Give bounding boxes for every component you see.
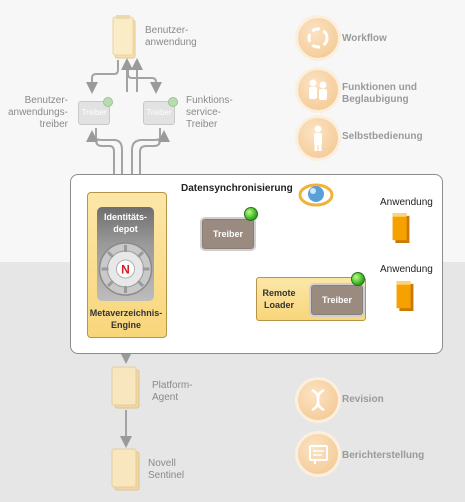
metadir-label: Metaverzeichnis- Engine — [89, 308, 163, 330]
benutzer-treiber-box: Treiber — [78, 97, 113, 125]
selbstbedienung-label: Selbstbedienung — [342, 131, 423, 142]
revision-label: Revision — [342, 394, 384, 405]
driver-box-2: Treiber — [309, 283, 365, 317]
report-icon — [309, 445, 328, 464]
anwendung-label-1: Anwendung — [380, 197, 433, 208]
driver-label: Treiber — [321, 295, 352, 305]
selbstbedienung-badge — [298, 118, 338, 158]
funktionen-badge — [298, 70, 338, 110]
workflow-badge — [298, 18, 338, 58]
application-icon — [396, 281, 414, 311]
data-sync-title: Datensynchronisierung — [181, 183, 293, 194]
platform-agent-doc-icon — [111, 366, 140, 409]
novell-sentinel-doc-icon — [111, 448, 140, 491]
benutzer-anwendung-doc-icon — [112, 15, 136, 59]
status-dot — [103, 97, 113, 107]
remote-loader-label: Remote Loader — [262, 288, 296, 310]
faded-driver-label: Treiber — [81, 108, 107, 117]
anwendung-label-2: Anwendung — [380, 264, 433, 275]
benutzer-treiber-label: Benutzer- anwendungs- treiber — [7, 95, 68, 130]
identity-depot-label: Identitäts- depot — [103, 212, 147, 234]
novell-sentinel-label: Novell Sentinel — [148, 458, 185, 481]
status-green-dot — [351, 272, 365, 286]
dna-icon — [311, 388, 325, 412]
driver-box-1: Treiber — [200, 217, 256, 251]
berichterstellung-badge — [298, 434, 338, 474]
status-dot — [168, 97, 178, 107]
cycle-icon — [307, 27, 329, 49]
funktions-treiber-label: Funktions- service- Treiber — [186, 95, 233, 130]
platform-agent-label: Platform- Agent — [152, 380, 193, 403]
revision-badge — [298, 380, 338, 420]
people-icon — [309, 79, 327, 100]
novell-vault-icon: N — [98, 242, 153, 296]
driver-label: Treiber — [212, 229, 243, 239]
svg-text:N: N — [121, 263, 130, 277]
application-icon — [392, 213, 410, 243]
faded-driver-label: Treiber — [146, 108, 172, 117]
sync-icon — [298, 183, 334, 207]
funktions-treiber-box: Treiber — [143, 97, 178, 125]
berichterstellung-label: Berichterstellung — [342, 450, 425, 461]
person-icon — [314, 125, 322, 151]
funktionen-label: Funktionen und Beglaubigung — [342, 82, 417, 105]
status-green-dot — [244, 207, 258, 221]
benutzer-anwendung-label: Benutzer- anwendung — [145, 25, 197, 48]
workflow-label: Workflow — [342, 33, 387, 44]
